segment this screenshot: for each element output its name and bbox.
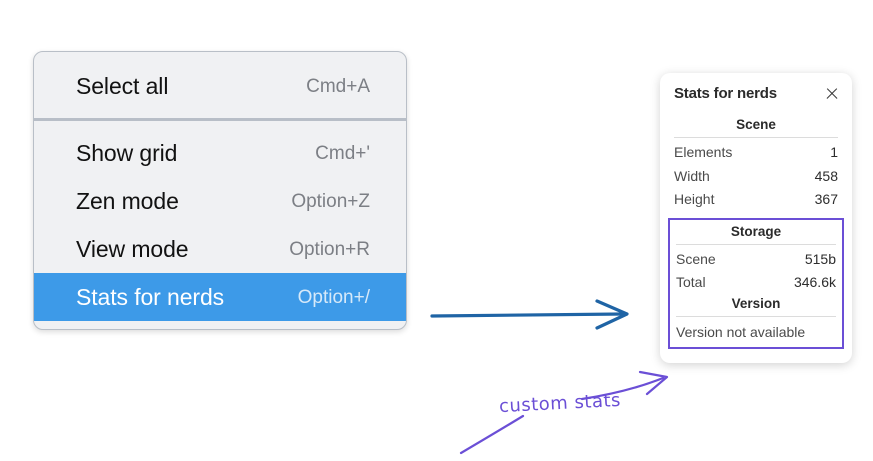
stat-key: Elements [674, 144, 733, 160]
version-section: Version Version not available [672, 295, 840, 341]
storage-section: Storage Scene 515b Total 346.6k [672, 223, 840, 295]
menu-item-select-all[interactable]: Select all Cmd+A [34, 62, 406, 110]
stat-row: Total 346.6k [672, 271, 840, 295]
stats-for-nerds-panel: Stats for nerds Scene Elements 1 Width 4… [660, 73, 852, 363]
menu-item-label: Show grid [76, 139, 178, 166]
scene-section-rule [674, 137, 838, 138]
stat-value: 346.6k [793, 274, 836, 290]
stat-row: Scene 515b [672, 248, 840, 272]
menu-separator [34, 118, 406, 121]
menu-item-shortcut: Cmd+' [315, 142, 370, 164]
storage-section-rule [676, 243, 836, 245]
menu-item-label: Select all [76, 72, 169, 99]
menu-group-1: Select all Cmd+A [34, 52, 406, 118]
stat-value: 367 [814, 191, 838, 207]
menu-item-label: View mode [76, 235, 189, 262]
stat-key: Width [674, 167, 710, 184]
context-menu[interactable]: Select all Cmd+A Show grid Cmd+' Zen mod… [33, 51, 407, 330]
panel-header: Stats for nerds [670, 85, 842, 102]
custom-stats-highlight-box: Storage Scene 515b Total 346.6k Version … [668, 217, 844, 349]
stat-value: 1 [830, 144, 838, 160]
menu-item-shortcut: Option+Z [291, 190, 370, 212]
version-section-heading: Version [731, 295, 781, 311]
stat-key: Scene [676, 250, 716, 267]
stat-value: 515b [804, 250, 836, 267]
stat-key: Total [676, 274, 706, 290]
stat-row: Width 458 [670, 165, 842, 189]
menu-item-shortcut: Cmd+A [306, 75, 370, 97]
stat-key: Height [674, 191, 715, 207]
menu-group-2: Show grid Cmd+' Zen mode Option+Z View m… [34, 121, 406, 329]
scene-section: Scene Elements 1 Width 458 Height 367 [670, 116, 842, 212]
storage-section-heading: Storage [730, 223, 782, 239]
stat-row: Height 367 [670, 188, 842, 212]
custom-stats-underline-stroke [459, 414, 525, 455]
menu-item-label: Zen mode [76, 187, 179, 214]
menu-item-label: Stats for nerds [76, 283, 225, 310]
menu-item-show-grid[interactable]: Show grid Cmd+' [34, 129, 406, 177]
scene-section-heading: Scene [736, 117, 776, 132]
stat-row: Elements 1 [670, 141, 842, 165]
menu-item-shortcut: Option+R [289, 238, 370, 260]
close-icon[interactable] [824, 86, 840, 102]
version-text: Version not available [676, 323, 806, 340]
flow-arrow-icon [430, 299, 629, 330]
stat-value: 458 [814, 167, 838, 184]
panel-title: Stats for nerds [674, 85, 777, 102]
menu-item-stats-for-nerds[interactable]: Stats for nerds Option+/ [34, 273, 406, 321]
custom-stats-annotation-label: custom stats [498, 389, 622, 418]
version-section-rule [676, 315, 836, 317]
menu-item-view-mode[interactable]: View mode Option+R [34, 225, 406, 273]
menu-item-zen-mode[interactable]: Zen mode Option+Z [34, 177, 406, 225]
menu-item-shortcut: Option+/ [297, 286, 370, 308]
